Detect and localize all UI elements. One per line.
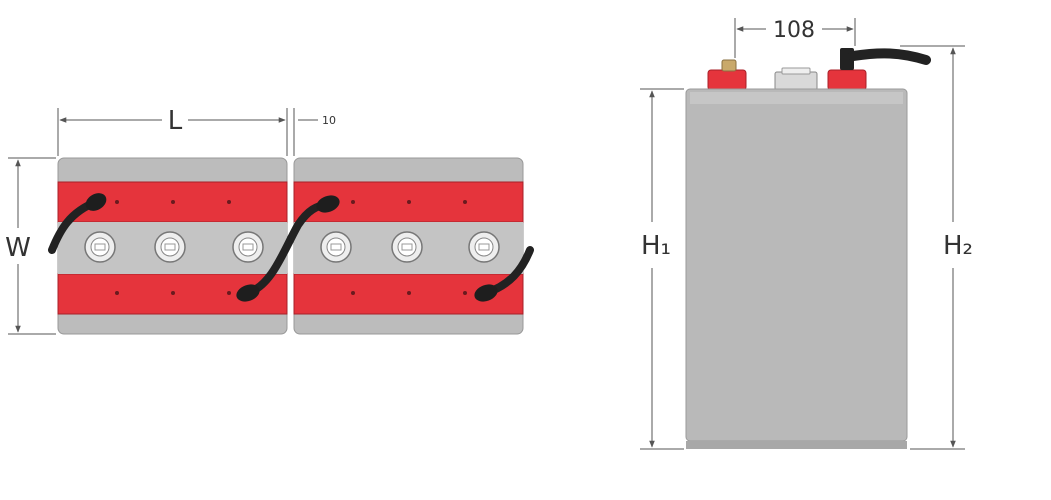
terminal-post-icon xyxy=(707,48,931,91)
dimension-gap: 10 xyxy=(293,108,336,156)
height-1-label: H₁ xyxy=(641,231,671,261)
vent-cap-icon xyxy=(774,67,818,91)
battery-case xyxy=(685,88,908,449)
top-view: L 10 W xyxy=(5,106,534,335)
dimension-width: W xyxy=(5,157,56,335)
dimension-height-1: H₁ xyxy=(640,88,684,450)
dimension-terminal-spacing: 108 xyxy=(734,18,856,58)
terminal-spacing-label: 108 xyxy=(773,18,815,43)
vent-cap-icon xyxy=(84,231,500,263)
width-label: W xyxy=(5,233,31,263)
height-2-label: H₂ xyxy=(943,231,973,261)
connector-cable-icon xyxy=(48,193,534,302)
dimension-length: L xyxy=(57,106,288,156)
gap-label: 10 xyxy=(322,114,336,127)
side-view: 108 H₁ H₂ xyxy=(640,18,973,450)
dimension-height-2: H₂ xyxy=(900,45,973,450)
terminal-dots xyxy=(115,200,467,295)
length-label: L xyxy=(168,106,183,136)
